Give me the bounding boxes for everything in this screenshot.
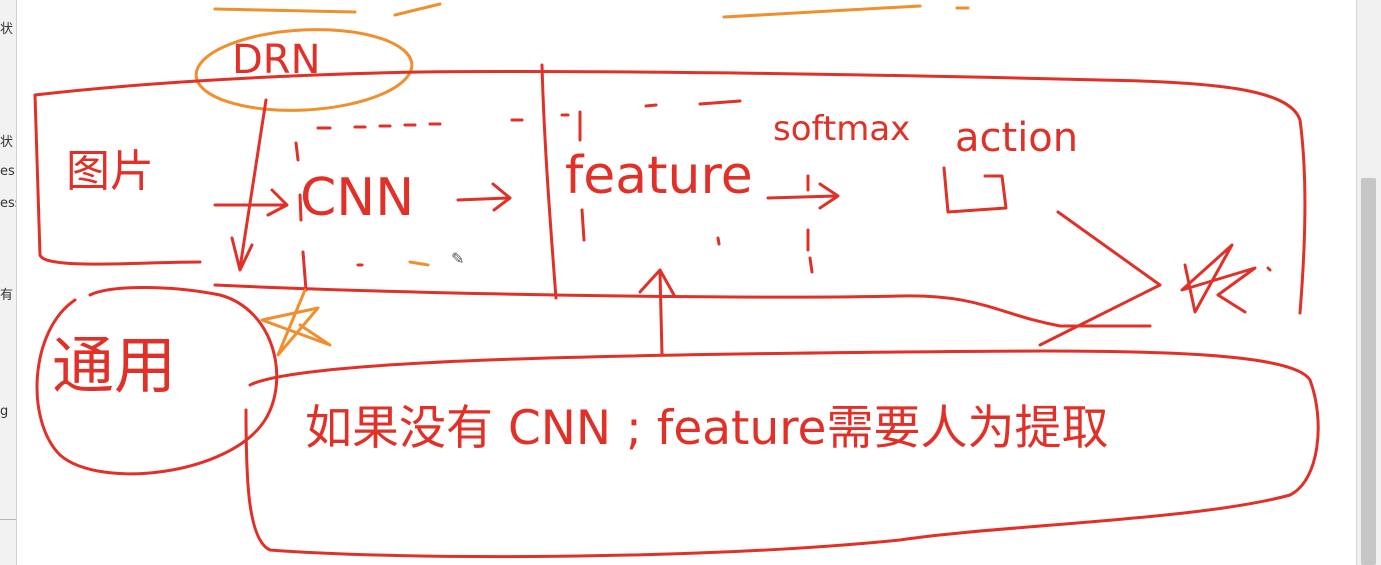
divider [0, 519, 16, 520]
softmax-label: softmax [773, 109, 911, 149]
side-text-fragment: es [0, 164, 15, 179]
separator-line [540, 63, 558, 300]
input-box-label: 图片 [66, 146, 154, 197]
side-text-fragment: 状 [0, 22, 14, 37]
stroke [393, 2, 442, 17]
feature-arrow [766, 194, 838, 200]
general-circle [35, 286, 279, 476]
dash [298, 193, 303, 222]
side-text-fragment: ess [0, 196, 16, 211]
drn-down-arrowhead [230, 236, 254, 272]
side-text-fragment: 状 [0, 135, 14, 150]
drn-down-arrow [238, 98, 268, 270]
input-arrow-head [266, 188, 289, 217]
vertical-scrollbar[interactable] [1356, 0, 1381, 565]
connector [1038, 210, 1162, 347]
pencil-icon: ✎ [451, 251, 465, 268]
cnn-arrowhead [491, 182, 512, 212]
star-icon [1180, 243, 1257, 314]
side-text-fragment: 有 [0, 288, 14, 303]
up-arrowhead [638, 268, 676, 297]
pipeline-bottom [213, 283, 1152, 328]
pipeline-outline [33, 70, 1307, 315]
up-arrow [658, 270, 664, 357]
note-outline [244, 349, 1320, 559]
input-box-outline [33, 93, 202, 266]
cnn-arrow [456, 196, 510, 202]
stroke [213, 7, 357, 14]
cnn-label: CNN [300, 168, 415, 228]
note-text: 如果没有 CNN ; feature需要人为提取 [305, 401, 1109, 456]
scrollbar-thumb[interactable] [1361, 178, 1376, 565]
dash [301, 250, 308, 292]
drn-label: DRN [232, 37, 321, 83]
side-text-fragment: g [0, 404, 9, 419]
general-label: 通用 [52, 329, 177, 402]
dash [294, 141, 300, 162]
stroke [722, 4, 922, 19]
star-icon [260, 288, 332, 357]
feature-arrowhead [818, 182, 840, 210]
action-box [942, 166, 1008, 214]
feature-label: feature [565, 146, 753, 206]
drn-ellipse [194, 28, 414, 112]
left-window-strip: 状 状 es ess 有 g [0, 0, 17, 565]
action-label: action [955, 115, 1079, 161]
